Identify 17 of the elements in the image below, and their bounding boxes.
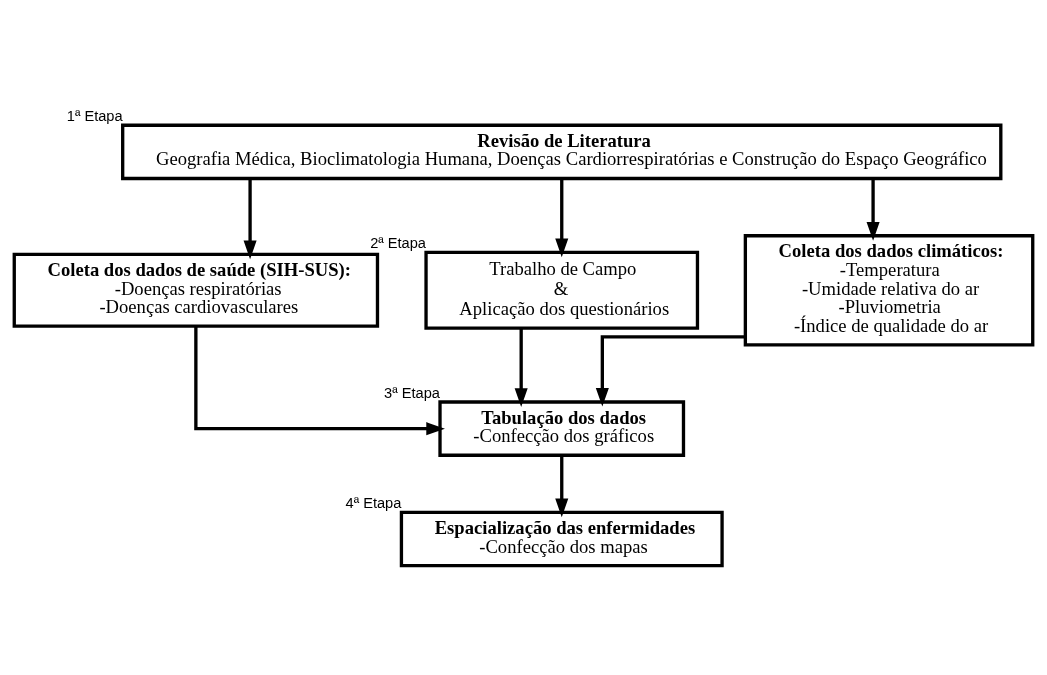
arrow bbox=[194, 326, 445, 436]
arrow bbox=[243, 178, 257, 260]
node-box: Coleta dos dados climáticos: -Temperatura -Umidade relativa do ar -Pluviometria -Índice de qualidade do ar bbox=[743, 234, 1035, 347]
node-box: Tabulação dos dados -Confecção dos gráficos bbox=[438, 400, 686, 457]
node-box: Revisão de Literatura Geografia Médica, Bioclimatologia Humana, Doenças Cardiorrespiratórias e Construção do Espaço Geográfico bbox=[121, 123, 1003, 181]
node-label: 3ª Etapa bbox=[384, 384, 440, 401]
node-box: Espacialização das enfermidades -Confecção dos mapas bbox=[399, 510, 724, 568]
node-label: 2ª Etapa bbox=[370, 235, 427, 252]
node-box: Coleta dos dados de saúde (SIH-SUS): -Doenças respiratórias -Doenças cardiovasculares bbox=[12, 252, 380, 328]
arrow bbox=[555, 178, 569, 258]
arrow bbox=[595, 335, 746, 407]
arrow bbox=[514, 328, 528, 408]
node-label: 1ª Etapa bbox=[66, 108, 123, 125]
arrow bbox=[866, 178, 880, 241]
node-box: Trabalho de Campo & Aplicação dos questionários bbox=[424, 250, 700, 330]
arrow bbox=[555, 455, 569, 518]
node-label: 4ª Etapa bbox=[345, 495, 402, 512]
